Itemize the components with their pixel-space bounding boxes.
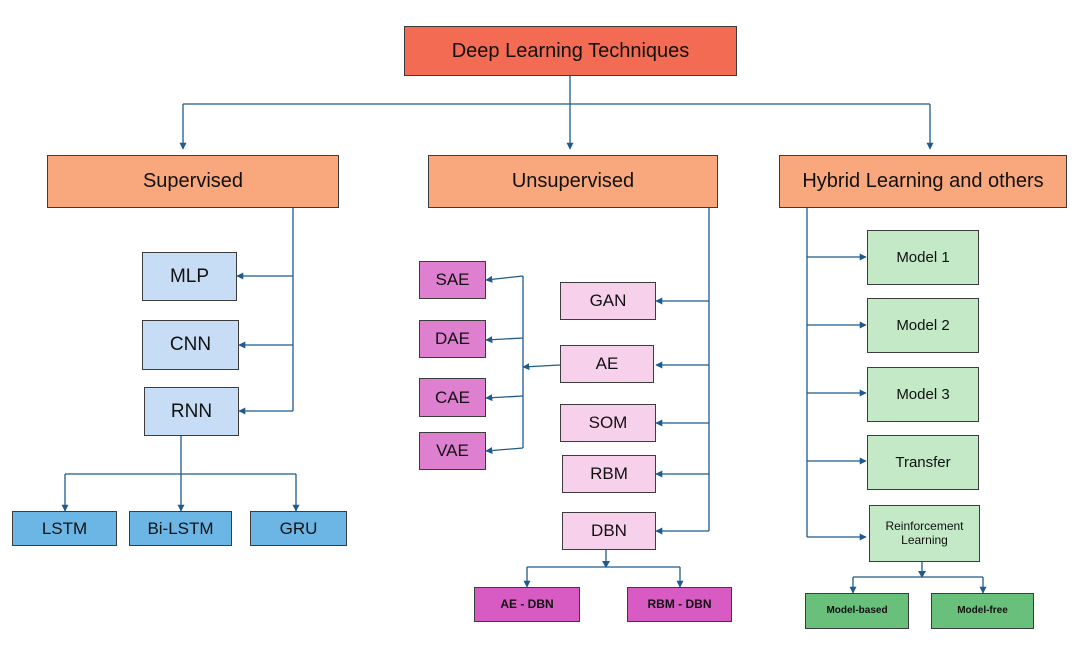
node-model-based: Model-based: [805, 593, 909, 629]
node-ae-dbn: AE - DBN: [474, 587, 580, 622]
node-dae: DAE: [419, 320, 486, 358]
node-rnn: RNN: [144, 387, 239, 436]
node-transfer: Transfer: [867, 435, 979, 490]
node-model-free: Model-free: [931, 593, 1034, 629]
node-bi-lstm: Bi-LSTM: [129, 511, 232, 546]
node-mlp: MLP: [142, 252, 237, 301]
node-rbm: RBM: [562, 455, 656, 493]
node-reinforcement-learning: Reinforcement Learning: [869, 505, 980, 562]
category-hybrid: Hybrid Learning and others: [779, 155, 1067, 208]
node-vae: VAE: [419, 432, 486, 470]
node-dbn: DBN: [562, 512, 656, 550]
category-unsupervised: Unsupervised: [428, 155, 718, 208]
node-model-2: Model 2: [867, 298, 979, 353]
node-model-3: Model 3: [867, 367, 979, 422]
category-supervised: Supervised: [47, 155, 339, 208]
node-som: SOM: [560, 404, 656, 442]
node-sae: SAE: [419, 261, 486, 299]
node-gan: GAN: [560, 282, 656, 320]
root-node: Deep Learning Techniques: [404, 26, 737, 76]
node-ae: AE: [560, 345, 654, 383]
node-cae: CAE: [419, 378, 486, 417]
node-rbm-dbn: RBM - DBN: [627, 587, 732, 622]
node-cnn: CNN: [142, 320, 239, 370]
node-model-1: Model 1: [867, 230, 979, 285]
node-lstm: LSTM: [12, 511, 117, 546]
node-gru: GRU: [250, 511, 347, 546]
